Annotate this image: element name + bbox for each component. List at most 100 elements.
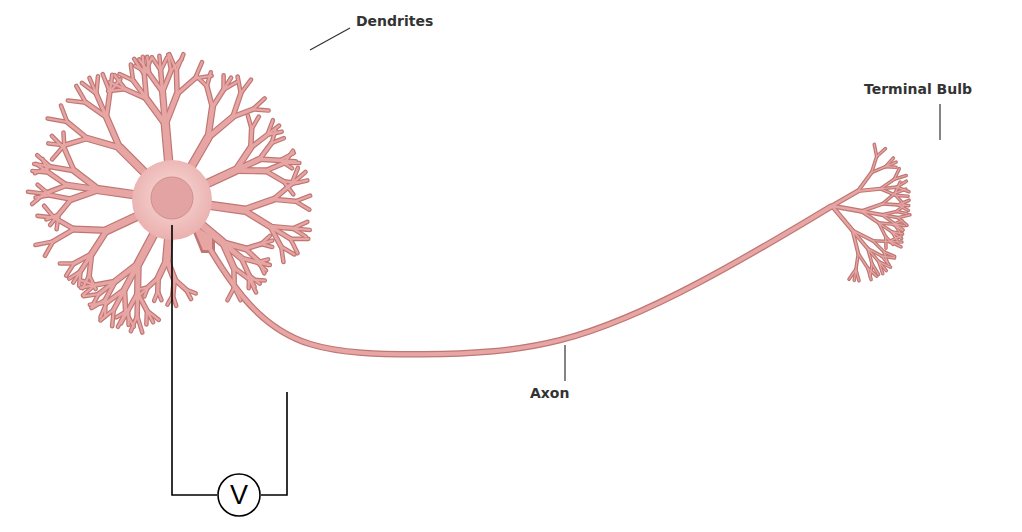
dendrite-branch (250, 279, 256, 292)
dendrite-branch (898, 215, 910, 218)
nucleus (151, 177, 193, 219)
dendrite-branch (69, 271, 80, 278)
dendrite-branch (858, 173, 872, 191)
dendrite-branch (257, 262, 266, 270)
dendrite-branch (76, 86, 86, 103)
dendrite-branch (52, 136, 65, 149)
dendrite-branch (106, 92, 109, 117)
probe-wire (261, 392, 287, 495)
dendrite-branch (885, 237, 886, 249)
dendrite-branch (862, 204, 883, 211)
dendrite-branch (856, 254, 858, 270)
dendrite-branch (894, 175, 906, 179)
dendrite-branch (879, 223, 886, 237)
dendrite-branch (238, 76, 241, 93)
dendrite-branch (44, 185, 67, 193)
dendrite-branch (159, 56, 160, 71)
dendrite-branch (233, 109, 253, 117)
dendrite-branch (74, 254, 92, 264)
voltmeter-symbol: V (217, 473, 261, 517)
leader-line (564, 345, 565, 381)
dendrite-branch (291, 239, 298, 253)
dendrite-branch (271, 138, 283, 143)
dendrite-branch (212, 90, 223, 108)
dendrite-branch (868, 249, 872, 264)
dendrite-branch (873, 241, 884, 252)
dendrite-branch (856, 254, 858, 270)
dendrite-branch (877, 149, 886, 157)
dendrite-branch (849, 269, 856, 279)
dendrite-branch (265, 163, 284, 171)
dendrite-branch (896, 195, 908, 197)
dendrite-branch (284, 151, 293, 163)
dendrite-branch (227, 287, 234, 300)
dendrite-branch (893, 221, 902, 225)
dendrite-branch (224, 82, 237, 90)
dendrite-branch (246, 244, 262, 249)
dendrite-branch (159, 56, 160, 71)
dendrite-branch (882, 212, 896, 215)
dendrite-branch (104, 300, 106, 316)
dendrite-branch (96, 76, 98, 93)
leader-line (310, 28, 350, 50)
dendrite-branch (238, 76, 241, 93)
dendrite-branch (886, 162, 896, 166)
dendrite-branch (106, 92, 109, 117)
dendrite-branch (131, 64, 133, 80)
dendrite-branch (148, 278, 158, 287)
dendrite-branch (51, 167, 74, 171)
dendrite-branch (882, 204, 898, 205)
dendrite-branch (250, 279, 265, 280)
dendrite-branch (897, 205, 905, 212)
dendrite-branch (882, 193, 895, 204)
dendrite-branch (50, 195, 71, 199)
dendrite-branch (137, 316, 142, 333)
dendrite-branch (59, 199, 72, 214)
dendrite-branch (292, 180, 308, 184)
dendrite-branch (243, 199, 273, 210)
dendrite-branch (207, 72, 211, 86)
dendrite-branch (874, 144, 876, 156)
dendrite-branch (95, 281, 115, 285)
dendrite-branch (28, 192, 44, 194)
dendrite-branch (898, 200, 909, 205)
dendrite-branch (265, 171, 283, 181)
dendrite-branch (235, 168, 265, 173)
dendrite-branch (50, 195, 71, 199)
dendrite-branch (897, 187, 909, 192)
dendrite-branch (832, 206, 853, 231)
dendrite-branch (877, 149, 886, 157)
dendrite-branch (241, 80, 251, 94)
dendrite-branch (293, 228, 306, 236)
dendrite-branch (118, 312, 126, 327)
dendrite-branch (874, 144, 876, 156)
dendrite-branch (154, 291, 158, 301)
dendrite-branch (862, 211, 879, 223)
meter-letter: V (230, 480, 248, 511)
dendrite-branch (274, 199, 296, 201)
dendrite-branch (882, 204, 898, 205)
dendrite-branch (252, 117, 259, 129)
dendrite-branch (832, 191, 858, 206)
dendrite-branch (124, 289, 125, 311)
dendrite-branch (28, 192, 44, 194)
dendrite-branch (893, 224, 902, 230)
dendrite-branch (880, 187, 896, 189)
dendrite-branch (243, 199, 273, 210)
dendrite-branch (61, 106, 67, 123)
part-label: Axon (530, 386, 569, 401)
dendrite-branch (169, 54, 176, 71)
dendrite-branch (53, 229, 74, 241)
dendrite-branch (177, 78, 195, 94)
dendrite-branch (872, 167, 886, 173)
dendrite-branch (165, 94, 177, 124)
dendrite-branch (110, 79, 121, 92)
dendrite-branch (61, 106, 67, 123)
dendrite-branch (66, 264, 74, 276)
dendrite-branch (177, 78, 195, 94)
voltmeter-outline (218, 474, 260, 516)
dendrite-branch (253, 109, 269, 110)
dendrite-branch (103, 74, 110, 92)
dendrite-branch (64, 149, 74, 171)
